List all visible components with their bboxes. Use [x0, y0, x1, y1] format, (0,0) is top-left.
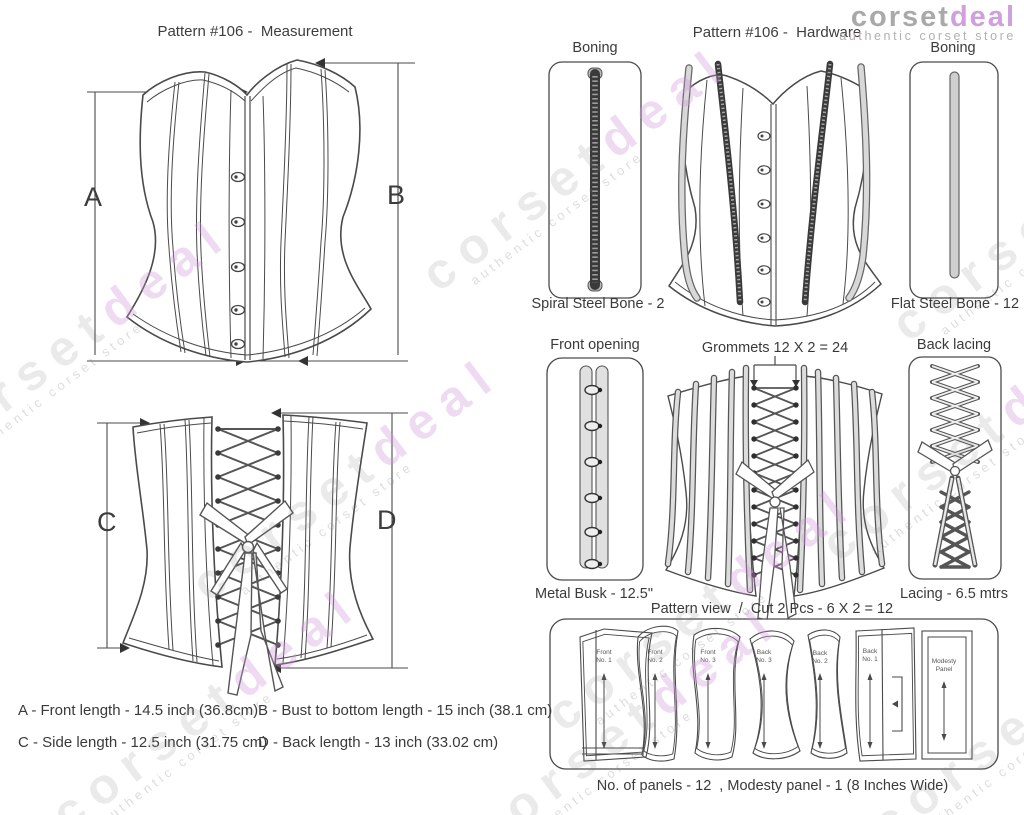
panel-seams: [166, 63, 329, 360]
busk-half-right: [595, 365, 609, 569]
piece-label-modesty: Modesty Panel: [931, 658, 957, 674]
pattern-view-box: [549, 618, 999, 770]
back-left-panel: [121, 416, 223, 668]
pattern-view-caption: Pattern view / Cut 2 Pcs - 6 X 2 = 12: [650, 601, 894, 617]
spiral-bone-caption: Spiral Steel Bone - 2: [531, 296, 665, 312]
note-back-length: D - Back length - 13 inch (33.02 cm): [258, 734, 499, 751]
spiral-bone-box: [548, 61, 642, 299]
dim-label-c: C: [97, 507, 117, 537]
grommets-corset-illustration: [664, 356, 886, 621]
grommet-dots: [215, 426, 281, 648]
panels-note: No. of panels - 12 , Modesty panel - 1 (…: [596, 778, 949, 794]
binding-lines: [132, 67, 366, 356]
measurement-title: Pattern #106 - Measurement: [157, 23, 353, 40]
piece-label-front-3: Front No. 3: [700, 649, 716, 665]
busk-loops: [757, 131, 771, 307]
flat-bone-box: [909, 61, 999, 299]
flat-steel-bone: [949, 71, 960, 279]
busk-line: [770, 104, 777, 325]
dim-label-b: B: [387, 180, 406, 210]
lacing-bow: [735, 458, 815, 621]
piece-label-back-3: Back No. 3: [756, 649, 772, 665]
front-opening-caption: Front opening: [550, 337, 640, 353]
piece-label-back-1: Back No. 1: [862, 648, 878, 664]
back-lacing-caption: Back lacing: [916, 337, 992, 353]
note-bust-length: B - Bust to bottom length - 15 inch (38.…: [258, 702, 553, 719]
hardware-front-corset-illustration: [668, 60, 882, 327]
dim-label-a: A: [84, 182, 103, 212]
boning-left-caption: Boning: [572, 40, 618, 56]
front-opening-box: [546, 357, 644, 581]
boning-right-caption: Boning: [930, 40, 976, 56]
flat-bone-strips: [664, 364, 886, 594]
piece-label-front-1: Front No. 1: [596, 649, 612, 665]
logo-wordmark: corsetdeal: [839, 2, 1016, 32]
spiral-bone-strips: [714, 60, 834, 306]
busk-loop-pins: [760, 134, 764, 304]
piece-label-front-2: Front No. 2: [647, 649, 663, 665]
hardware-title: Pattern #106 - Hardware: [692, 24, 862, 41]
dim-label-d: D: [377, 505, 397, 535]
corset-outline: [125, 59, 372, 363]
binding-lines: [128, 420, 368, 662]
busk-line: [244, 96, 251, 360]
logo-part-deal: deal: [949, 1, 1016, 33]
corset-outline: [668, 70, 882, 327]
busk-loops: [230, 171, 246, 350]
back-corset-illustration: [97, 408, 408, 696]
lacing-bow: [199, 499, 294, 696]
front-corset-illustration: [87, 58, 415, 366]
dimension-lines-cd: [97, 412, 408, 669]
back-lacing-box: [908, 356, 1002, 580]
grainline-arrows: [603, 677, 945, 745]
logo-tagline: authentic corset store: [839, 29, 1016, 44]
note-side-length: C - Side length - 12.5 inch (31.75 cm): [18, 734, 268, 751]
corsetdeal-logo: corsetdeal authentic corset store: [839, 2, 1016, 44]
piece-label-back-2: Back No. 2: [812, 650, 828, 666]
flat-bone-caption: Flat Steel Bone - 12: [890, 296, 1020, 312]
grommets-caption: Grommets 12 X 2 = 24: [701, 340, 849, 356]
lacing-bow: [917, 439, 993, 477]
busk-loop-pins: [234, 175, 238, 346]
logo-part-corset: corset: [850, 1, 950, 33]
back-right-panel: [274, 414, 375, 666]
grommet-bracket: [753, 356, 797, 381]
metal-busk-caption: Metal Busk - 12.5": [535, 586, 653, 602]
panel-seams: [159, 415, 341, 666]
lacing-caption: Lacing - 6.5 mtrs: [900, 586, 1008, 602]
pattern-pieces: [579, 625, 973, 762]
note-front-length: A - Front length - 14.5 inch (36.8cm): [18, 702, 259, 719]
busk-hooks: [584, 384, 603, 570]
flat-bone-strips: [678, 63, 871, 302]
